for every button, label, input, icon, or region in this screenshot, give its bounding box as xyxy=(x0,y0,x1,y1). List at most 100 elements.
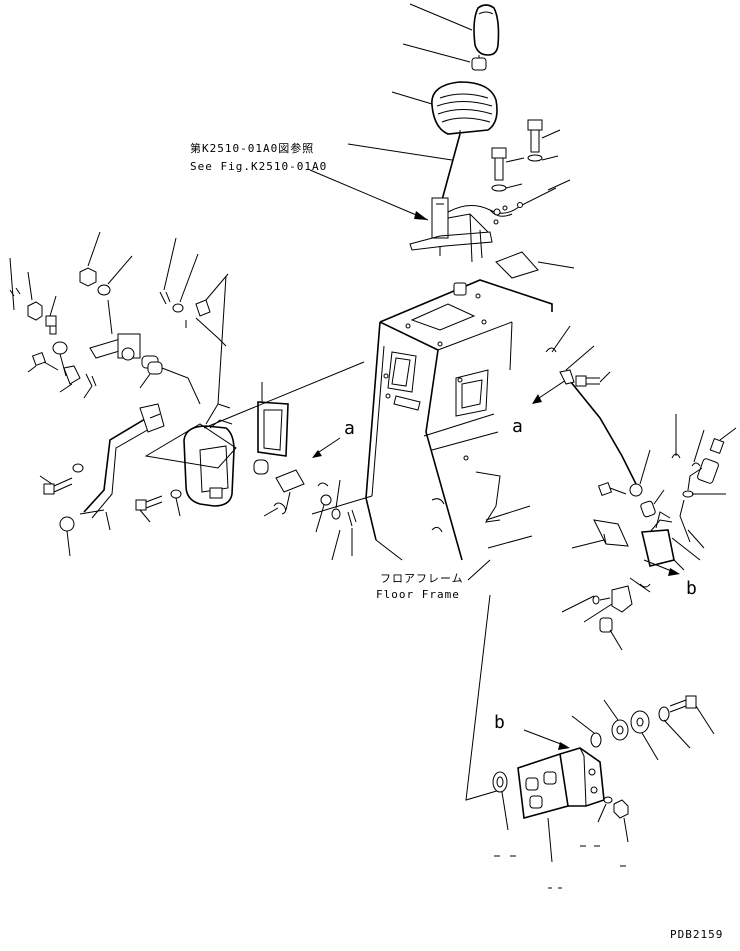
leader-line xyxy=(9,257,15,311)
bolt-icon xyxy=(135,495,163,511)
gasket-plate-icon xyxy=(263,409,283,451)
nut-icon xyxy=(320,494,332,506)
washer-icon xyxy=(636,717,644,727)
floor-frame-icon xyxy=(365,279,553,561)
cable-icon xyxy=(565,375,637,485)
leader-line xyxy=(139,373,151,389)
nut-icon xyxy=(79,267,97,287)
nut-icon xyxy=(613,799,629,819)
switch-icon xyxy=(183,403,235,507)
leader-line xyxy=(409,3,473,31)
bolt-icon xyxy=(527,119,543,153)
washer-icon xyxy=(616,725,624,735)
leader-line xyxy=(583,603,613,623)
leader-line xyxy=(391,91,433,105)
drawing-number: PDB2159 xyxy=(670,928,723,941)
leader-line xyxy=(83,385,93,399)
grommet-icon xyxy=(496,776,504,788)
connector-icon xyxy=(517,202,523,208)
leader-line xyxy=(217,275,227,405)
roller-icon xyxy=(253,459,269,475)
connector-icon xyxy=(493,219,499,225)
switch-icon xyxy=(687,438,725,491)
leader-line xyxy=(565,345,595,371)
leader-line xyxy=(205,273,229,301)
leader-line xyxy=(66,530,71,557)
leader-line xyxy=(505,157,525,163)
leader-line xyxy=(59,383,73,393)
clip-icon xyxy=(273,502,287,515)
leader-line xyxy=(107,299,113,335)
lever-boot-icon xyxy=(431,81,498,135)
washer-icon xyxy=(331,508,341,520)
connector-icon xyxy=(502,205,508,211)
callout-b-lower: b xyxy=(494,712,505,733)
callout-arrow xyxy=(523,729,567,747)
leader-line xyxy=(541,129,561,139)
pedal-arm xyxy=(91,423,159,519)
leader-line xyxy=(603,699,619,721)
leader-line xyxy=(105,511,111,531)
floor-frame-jp: フロアフレーム xyxy=(380,572,464,585)
cable-end-icon xyxy=(559,369,575,385)
floor-frame-en: Floor Frame xyxy=(376,588,460,601)
leader-line xyxy=(331,529,341,561)
bushing-icon xyxy=(121,347,135,361)
leader-line xyxy=(639,449,651,485)
washer-icon xyxy=(658,706,670,722)
switch-icon xyxy=(641,519,685,571)
clip-icon xyxy=(159,291,171,305)
leader-line xyxy=(571,539,605,549)
connector-icon xyxy=(493,208,501,216)
pedal-pivot-icon xyxy=(139,403,165,433)
leader-line xyxy=(402,43,471,63)
clamp-icon xyxy=(63,365,81,385)
link-rod xyxy=(161,367,201,405)
shift-lever-knob-icon xyxy=(471,4,500,71)
leader-line xyxy=(663,719,691,749)
leader-line xyxy=(547,179,571,191)
arrowhead xyxy=(532,394,542,404)
link-rod xyxy=(195,317,227,347)
leader-line xyxy=(505,183,523,189)
callout-arrow xyxy=(535,379,567,401)
mounting-plate xyxy=(144,423,237,469)
wire-harness xyxy=(489,209,513,217)
leader-line xyxy=(693,429,705,463)
leader-line xyxy=(629,577,651,593)
leader-line xyxy=(623,817,629,843)
leader-line xyxy=(551,325,571,353)
leader-line xyxy=(163,237,177,291)
clip-icon xyxy=(195,299,211,317)
switch-body-icon xyxy=(640,500,656,518)
leader-line xyxy=(315,504,325,533)
leader-line xyxy=(263,507,279,517)
washer-icon xyxy=(172,303,184,313)
connector-block-icon xyxy=(603,533,607,545)
leader-line xyxy=(561,595,595,613)
leader-line xyxy=(695,705,715,735)
leader-line xyxy=(107,255,133,285)
callout-a-right: a xyxy=(512,416,523,437)
arrowhead xyxy=(414,211,428,220)
leader-line xyxy=(547,817,553,863)
wire xyxy=(679,499,691,543)
leader-line xyxy=(175,497,181,517)
spacer-icon xyxy=(147,361,163,375)
washer-icon xyxy=(527,154,543,162)
leader-line xyxy=(27,271,33,301)
leader-line xyxy=(641,732,659,761)
bolt-icon xyxy=(597,481,627,497)
bolt-icon xyxy=(45,315,57,335)
arrowhead xyxy=(558,742,570,750)
leader-line xyxy=(179,253,199,303)
leader-line xyxy=(537,261,575,269)
callout-b-right: b xyxy=(686,578,697,599)
leader-line xyxy=(571,715,595,734)
lever-rod xyxy=(441,133,461,201)
washer-icon xyxy=(52,341,68,355)
nut-icon xyxy=(629,483,643,497)
plug-icon xyxy=(599,617,613,633)
leader-line xyxy=(87,231,101,267)
leader-line xyxy=(59,353,67,377)
